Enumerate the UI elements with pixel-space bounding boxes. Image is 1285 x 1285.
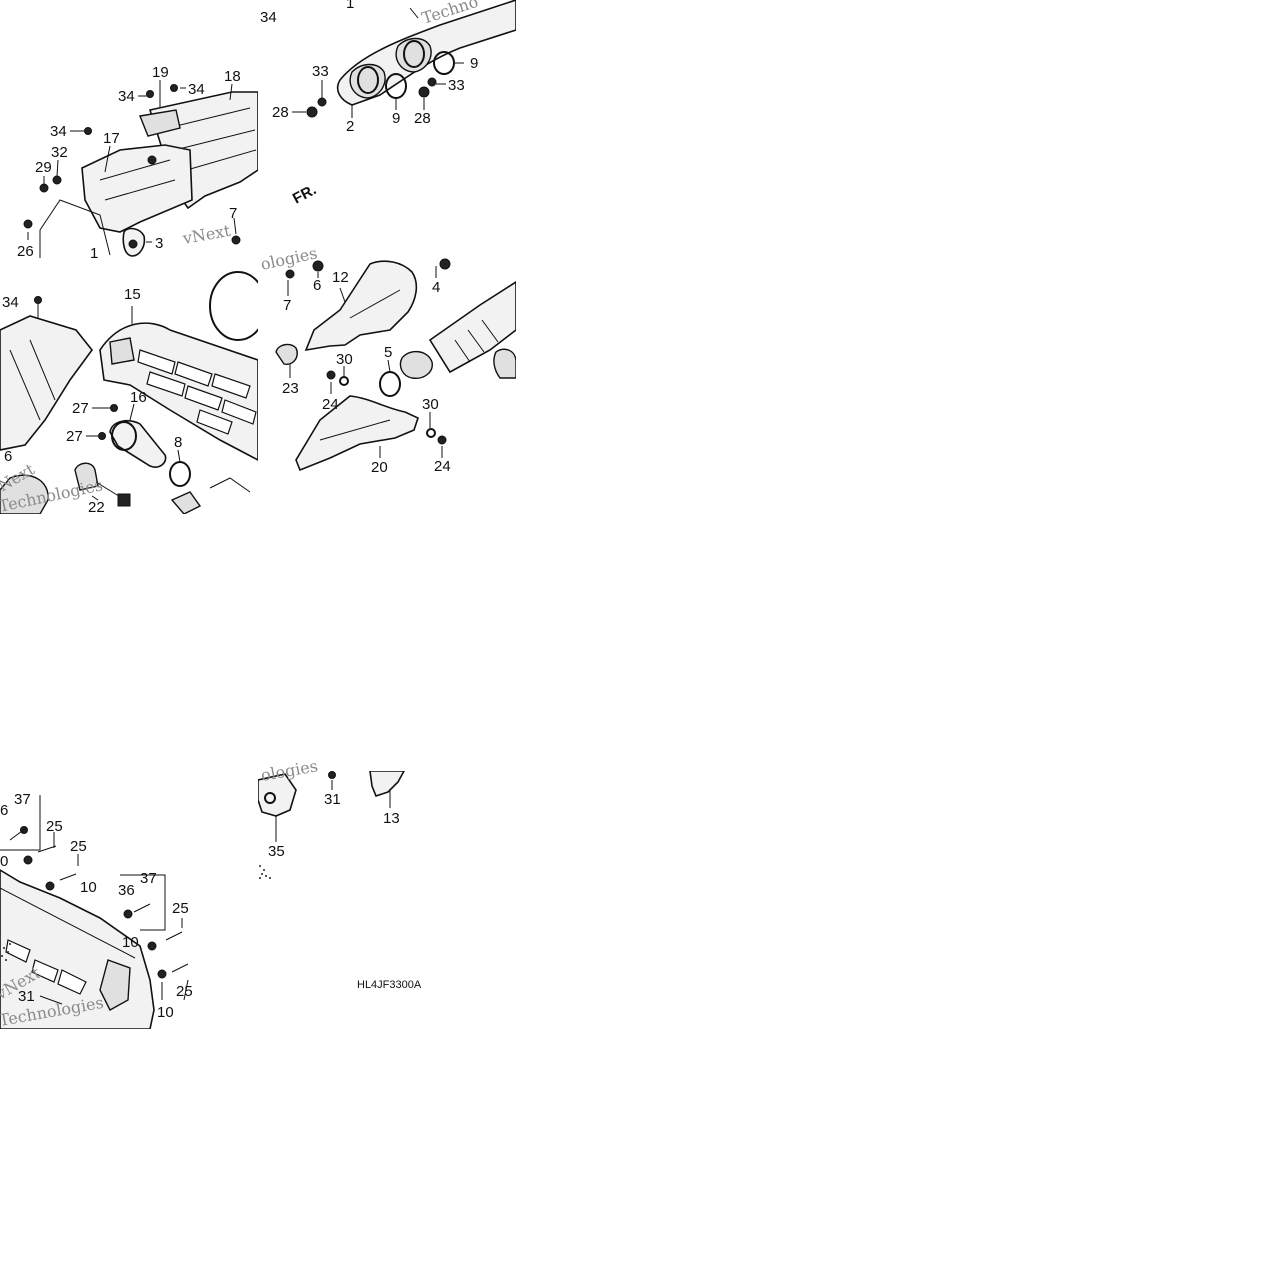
callout-label: 24 [434,458,451,475]
callout-label: 4 [432,279,440,296]
band-clamp [209,271,258,341]
panel-pipe-joint: 33 9 33 28 2 9 28 Techno [272,0,516,135]
diagram-code: HL4JF3300A [357,979,422,991]
callout-label: 1 [90,245,98,262]
callout-label: 31 [324,791,341,808]
callout-label: 25 [46,818,63,835]
callout-label: 13 [383,810,400,827]
callout-label: 36 [118,882,135,899]
callout-label: 3 [155,235,163,252]
callout-label: 25 [172,900,189,917]
callout-label: 34 [118,88,135,105]
bracket-35 [258,773,297,817]
callout-label: 34 [2,294,19,311]
bracket-19 [139,109,181,137]
callout-label: 16 [130,389,147,406]
callout-label: 20 [371,459,388,476]
callout-label: 33 [448,77,465,94]
callout-label: 22 [88,499,105,516]
callout-label: 6 [4,448,12,465]
callout-label: 7 [229,205,237,222]
panel-heat-shield-front: FR. 34 1 19 34 34 18 34 17 32 29 26 3 7 … [17,0,354,262]
clamp-23 [275,343,298,365]
callout-label: 6 [313,277,321,294]
callout-label: 28 [272,104,289,121]
callout-label: 33 [312,63,329,80]
callout-label: 31 [18,988,35,1005]
callout-label: FR. [290,181,319,207]
callout-label: 30 [336,351,353,368]
panel-brackets: 31 13 35 ologies [258,756,405,879]
callout-label: 25 [176,983,193,1000]
callout-label: 34 [188,81,205,98]
callout-label: 7 [283,297,291,314]
callout-label: 9 [392,110,400,127]
callout-label: 37 [140,870,157,887]
panel-under-cover: 6 37 25 0 25 10 36 37 25 10 25 31 10 vNe… [0,791,193,1030]
heat-shield-12 [304,260,418,352]
callout-label: 25 [70,838,87,855]
callout-label: 27 [72,400,89,417]
heat-shield-20 [295,395,419,472]
callout-label: 8 [174,434,182,451]
bracket-13 [369,771,405,797]
callout-label: 29 [35,159,52,176]
callout-label: 18 [224,68,241,85]
callout-label: 15 [124,286,141,303]
watermark: vNext [180,221,232,248]
heat-shield-17 [81,144,193,233]
callout-label: 23 [282,380,299,397]
callout-label: 35 [268,843,285,860]
panel-center-heat-shield: 34 15 27 16 27 8 6 22 Next Technologies [0,271,258,516]
mount-bracket [39,199,111,256]
callout-label: 6 [0,802,8,819]
pipe-16 [109,419,167,468]
flex-pipe-4 [428,281,516,374]
callout-label: 27 [66,428,83,445]
callout-label: 19 [152,64,169,81]
callout-label: 0 [0,853,8,870]
heat-shield-left [0,315,94,451]
watermark: ologies [259,243,319,274]
callout-label: 2 [346,118,354,135]
callout-label: 32 [51,144,68,161]
callout-label: 5 [384,344,392,361]
callout-label: 10 [122,934,139,951]
panel-rear-pipe: 7 6 12 4 23 30 5 24 30 20 24 ologies [259,243,516,476]
callout-label: 28 [414,110,431,127]
callout-label: 26 [17,243,34,260]
gasket-5 [379,371,401,397]
callout-label: 30 [422,396,439,413]
callout-label: 37 [14,791,31,808]
callout-label: 10 [157,1004,174,1021]
callout-label: 10 [80,879,97,896]
callout-label: 1 [346,0,354,12]
callout-label: 17 [103,130,120,147]
callout-label: 9 [470,55,478,72]
gasket-8 [169,461,191,487]
callout-label: 12 [332,269,349,286]
callout-label: 34 [260,9,277,26]
callout-label: 24 [322,396,339,413]
callout-label: 34 [50,123,67,140]
